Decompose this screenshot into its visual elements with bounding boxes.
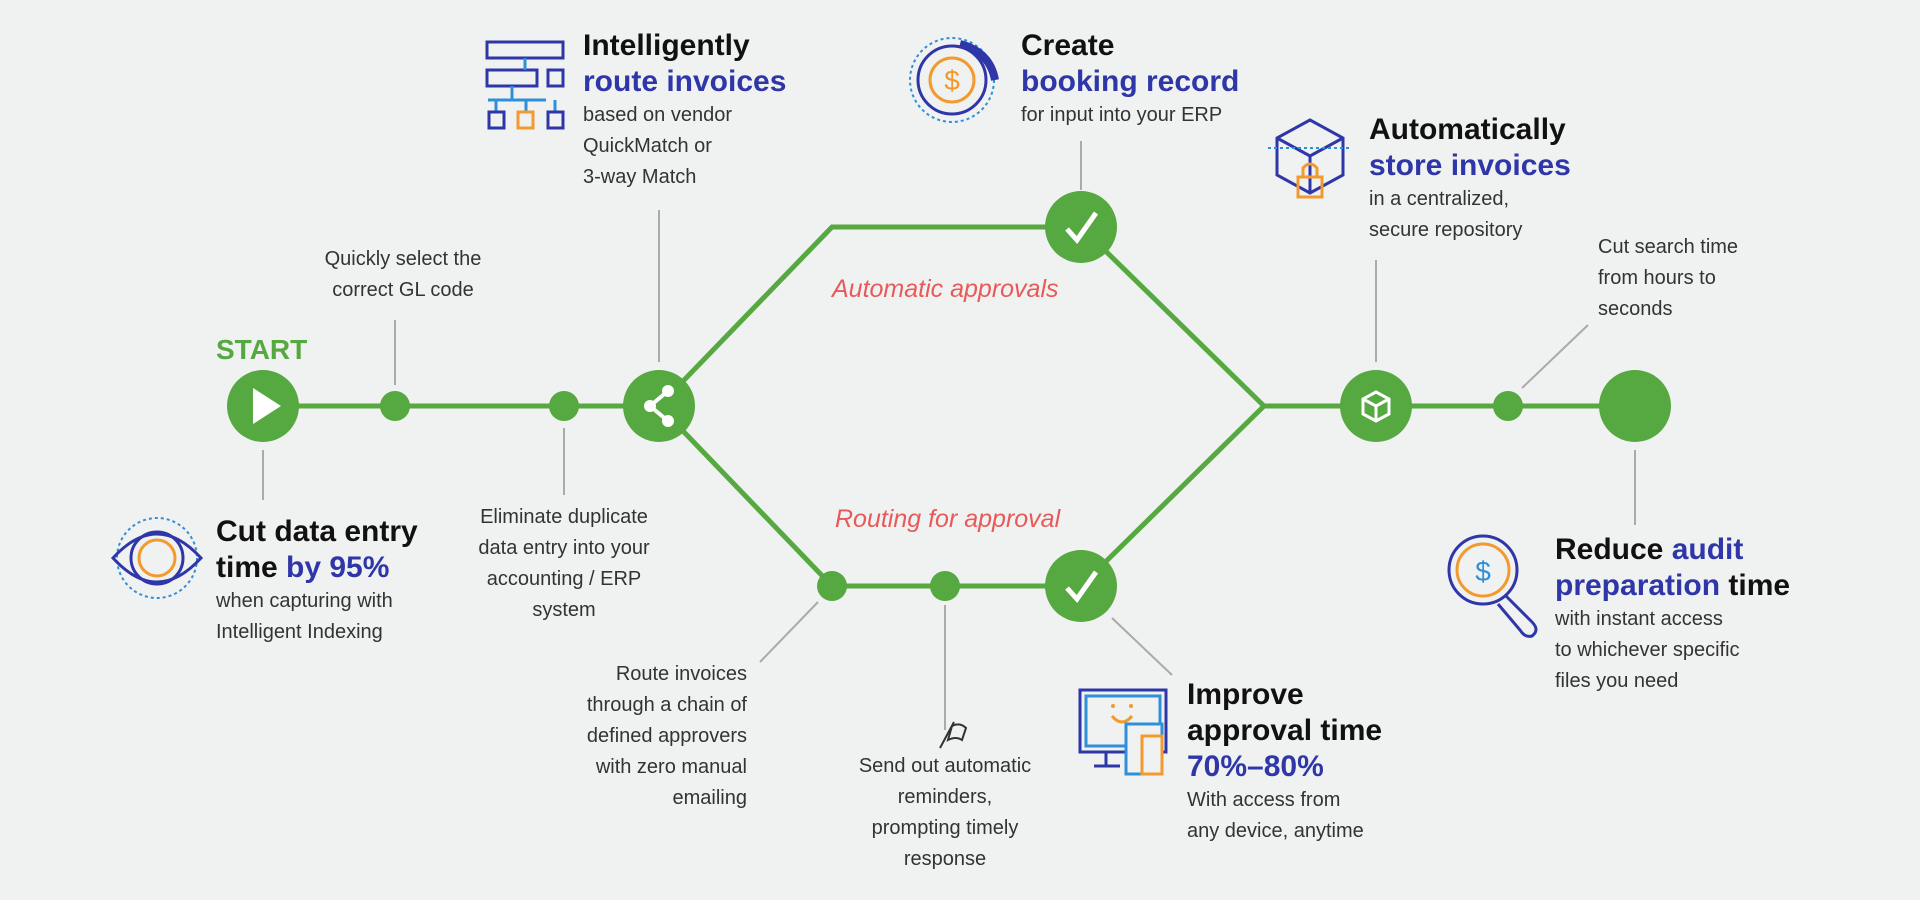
store-block: Automatically store invoices in a centra… (1369, 112, 1571, 246)
audit-heading-1: Reduce (1555, 533, 1672, 566)
cut-entry-body-1: when capturing with (216, 590, 393, 612)
reminders-line-1: Send out automatic (858, 755, 1032, 777)
dollar-magnifier-icon: $ (1447, 534, 1538, 638)
flag-icon (939, 721, 968, 749)
reminders-block: Send out automatic reminders, prompting … (830, 751, 1060, 875)
duplicate-line-4: system (532, 599, 596, 621)
audit-block: Reduce audit preparation time with insta… (1555, 532, 1790, 697)
gl-code-block: Quickly select the correct GL code (300, 244, 506, 306)
chain-line-5: emailing (672, 787, 747, 809)
route-body-2: QuickMatch or (583, 135, 712, 157)
cut-entry-body-2: Intelligent Indexing (216, 621, 383, 643)
search-block: Cut search time from hours to seconds (1598, 232, 1738, 325)
route-body-3: 3-way Match (583, 166, 697, 188)
chain-node (817, 571, 847, 601)
secure-box-icon (1268, 118, 1352, 199)
reminders-line-2: reminders, (897, 786, 993, 808)
improve-body-1: With access from (1187, 789, 1341, 811)
improve-block: Improve approval time 70%–80% With acces… (1187, 677, 1382, 847)
booking-heading-2: booking record (1021, 65, 1240, 98)
gl-code-line-2: correct GL code (332, 279, 474, 301)
box-icon (1361, 390, 1391, 423)
duplicate-line-2: data entry into your (478, 537, 650, 559)
automatic-approvals-label: Automatic approvals (832, 275, 1059, 303)
route-heading: Intelligently (583, 29, 750, 62)
booking-block: Create booking record for input into you… (1021, 28, 1239, 131)
play-icon (253, 388, 281, 424)
search-node (1493, 391, 1523, 421)
svg-text:$: $ (1475, 556, 1491, 587)
route-node (623, 370, 695, 442)
audit-body-1: with instant access (1555, 608, 1723, 630)
cut-entry-heading: Cut data entry (216, 515, 418, 548)
reminder-node (930, 571, 960, 601)
chain-line-4: with zero manual (595, 756, 747, 778)
start-label: START (216, 334, 308, 365)
reminders-line-3: prompting timely (871, 817, 1019, 839)
audit-body-2: to whichever specific (1555, 639, 1740, 661)
booking-body: for input into your ERP (1021, 104, 1223, 126)
dollar-coin-icon: $ (909, 37, 999, 123)
improve-heading-2: approval time (1187, 714, 1383, 747)
booking-heading: Create (1021, 29, 1115, 62)
route-body-1: based on vendor (583, 104, 733, 126)
duplicate-line-1: Eliminate duplicate (480, 506, 648, 528)
org-chart-icon (485, 40, 565, 130)
chain-line-2: through a chain of (586, 694, 747, 716)
cut-entry-highlight: by 95% (286, 551, 390, 584)
search-line-1: Cut search time (1598, 236, 1739, 258)
route-block: Intelligently route invoices based on ve… (583, 28, 786, 193)
duplicate-block: Eliminate duplicate data entry into your… (444, 502, 684, 626)
improve-percentage: 70%–80% (1187, 750, 1324, 783)
cut-entry-block: Cut data entry time by 95% when capturin… (216, 514, 418, 648)
store-heading-2: store invoices (1369, 149, 1571, 182)
audit-highlight-1: audit (1671, 533, 1744, 566)
devices-icon (1078, 688, 1168, 776)
improve-body-2: any device, anytime (1187, 820, 1364, 842)
cut-entry-heading-2: time (216, 551, 287, 584)
audit-highlight-2: preparation (1555, 569, 1721, 602)
reminders-line-4: response (903, 848, 987, 870)
search-line-2: from hours to (1598, 267, 1716, 289)
eye-icon (110, 517, 204, 599)
gl-code-line-1: Quickly select the (324, 248, 482, 270)
svg-text:$: $ (944, 65, 960, 96)
share-icon (644, 385, 674, 427)
end-node (1599, 370, 1671, 442)
improve-heading: Improve (1187, 678, 1304, 711)
store-heading: Automatically (1369, 113, 1566, 146)
search-line-3: seconds (1598, 298, 1673, 320)
approval-check-node (1045, 191, 1117, 263)
check-icon (1065, 570, 1099, 603)
duplicate-node (549, 391, 579, 421)
chain-line-1: Route invoices (615, 663, 747, 685)
gl-code-node (380, 391, 410, 421)
routing-approval-label: Routing for approval (835, 505, 1061, 533)
routing-check-node (1045, 550, 1117, 622)
duplicate-line-3: accounting / ERP (486, 568, 642, 590)
route-heading-2: route invoices (583, 65, 787, 98)
chain-line-3: defined approvers (586, 725, 747, 747)
audit-heading-2: time (1720, 569, 1791, 602)
store-body-1: in a centralized, (1369, 188, 1510, 210)
chain-block: Route invoices through a chain of define… (520, 659, 747, 814)
store-body-2: secure repository (1369, 219, 1523, 241)
check-icon (1065, 211, 1099, 244)
connector-lines (262, 141, 1636, 730)
audit-body-3: files you need (1555, 670, 1679, 692)
